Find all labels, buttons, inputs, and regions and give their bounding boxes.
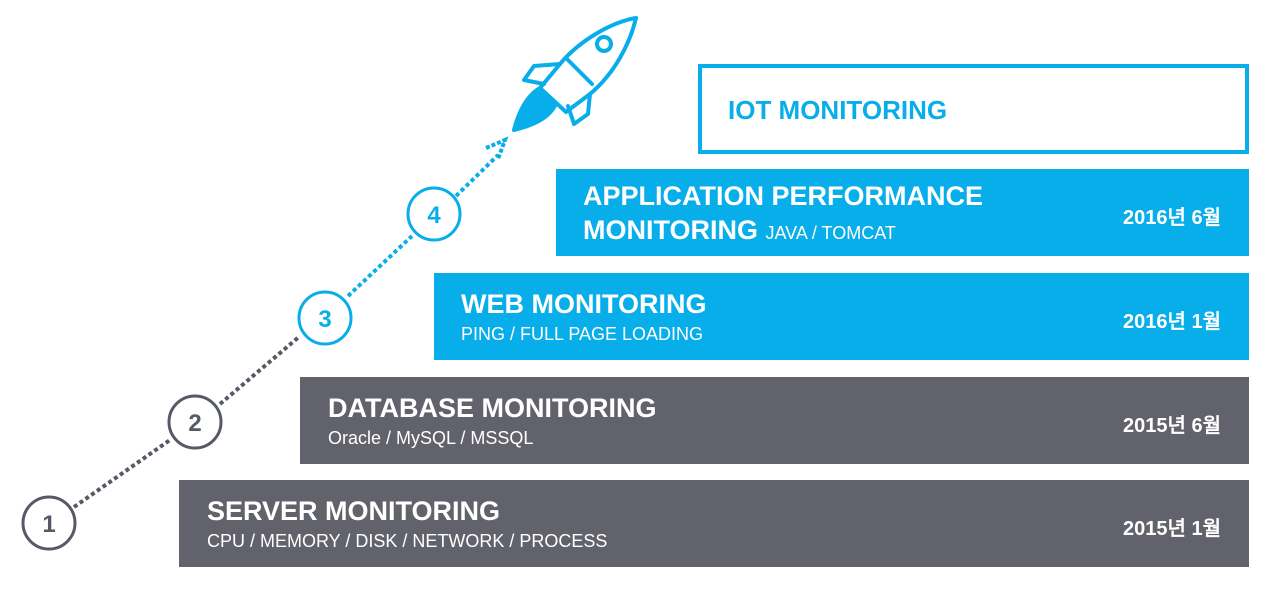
step-title: DATABASE MONITORING — [328, 393, 657, 423]
step-database-monitoring: DATABASE MONITORING Oracle / MySQL / MSS… — [300, 377, 1249, 464]
arrow-head-icon — [485, 136, 509, 160]
step-date: 2016년 1월 — [1123, 311, 1221, 333]
step-title-line2: MONITORING — [583, 215, 758, 245]
step-marker-4: 4 — [406, 186, 462, 242]
step-web-monitoring: WEB MONITORING PING / FULL PAGE LOADING … — [434, 273, 1249, 360]
svg-text:4: 4 — [427, 202, 441, 229]
step-title: APPLICATION PERFORMANCE MONITORING JAVA … — [583, 179, 983, 250]
step-subtitle: PING / FULL PAGE LOADING — [461, 324, 704, 344]
path-segment-4-arrow — [454, 153, 500, 198]
step-server-monitoring: SERVER MONITORING CPU / MEMORY / DISK / … — [179, 480, 1249, 567]
step-marker-2: 2 — [167, 394, 223, 450]
step-title: IOT MONITORING — [728, 95, 948, 125]
step-title: WEB MONITORING — [461, 289, 707, 319]
step-marker-1: 1 — [21, 495, 77, 551]
step-subtitle: CPU / MEMORY / DISK / NETWORK / PROCESS — [207, 531, 608, 551]
step-subtitle: JAVA / TOMCAT — [765, 223, 896, 243]
step-subtitle: Oracle / MySQL / MSSQL — [328, 428, 534, 448]
step-application-performance-monitoring: APPLICATION PERFORMANCE MONITORING JAVA … — [556, 169, 1249, 256]
step-title: SERVER MONITORING — [207, 496, 501, 526]
svg-text:2: 2 — [188, 410, 201, 437]
path-segment-2-3 — [218, 334, 302, 406]
rocket-icon — [512, 16, 638, 132]
svg-text:3: 3 — [318, 306, 331, 333]
path-segment-1-2 — [72, 438, 172, 509]
step-marker-3: 3 — [297, 290, 353, 346]
step-date: 2015년 1월 — [1123, 518, 1221, 540]
svg-text:1: 1 — [42, 511, 55, 538]
step-title-line1: APPLICATION PERFORMANCE — [583, 181, 984, 211]
step-iot-monitoring: IOT MONITORING — [698, 64, 1249, 154]
step-date: 2015년 6월 — [1123, 415, 1221, 437]
path-segment-3-4 — [346, 234, 414, 298]
step-date: 2016년 6월 — [1123, 207, 1221, 229]
